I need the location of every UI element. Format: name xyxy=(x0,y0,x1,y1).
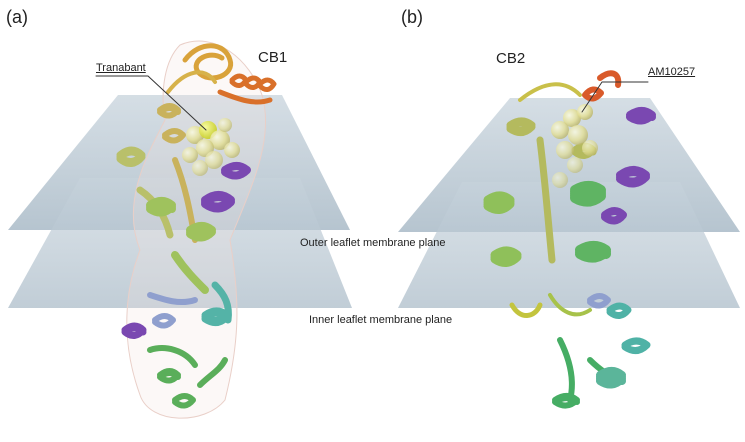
panel-b-protein-ribbon xyxy=(483,70,656,409)
panel-b-ligand-label: AM10257 xyxy=(648,66,696,78)
panel-a-ligand-label: Tranabant xyxy=(96,62,146,74)
panel-b-ligand-leader xyxy=(581,81,649,113)
panel-a-protein-ribbon xyxy=(95,40,277,419)
panel-a-ligand-spheres xyxy=(182,118,240,176)
panel-b-membrane-planes xyxy=(398,98,740,308)
outer-leaflet-plane-label: Outer leaflet membrane plane xyxy=(300,237,446,249)
panel-a-receptor-name: CB1 xyxy=(258,49,288,66)
panel-a-letter: (a) xyxy=(6,7,28,27)
panel-b-ligand-spheres xyxy=(551,104,598,188)
panel-b-inner-plane xyxy=(398,182,740,308)
panel-b-letter: (b) xyxy=(401,7,423,27)
panel-b-receptor-name: CB2 xyxy=(496,50,526,67)
inner-leaflet-plane-label: Inner leaflet membrane plane xyxy=(309,314,453,326)
panel-a-ligand-leader xyxy=(95,75,207,131)
panel-a-inner-plane xyxy=(8,178,352,308)
